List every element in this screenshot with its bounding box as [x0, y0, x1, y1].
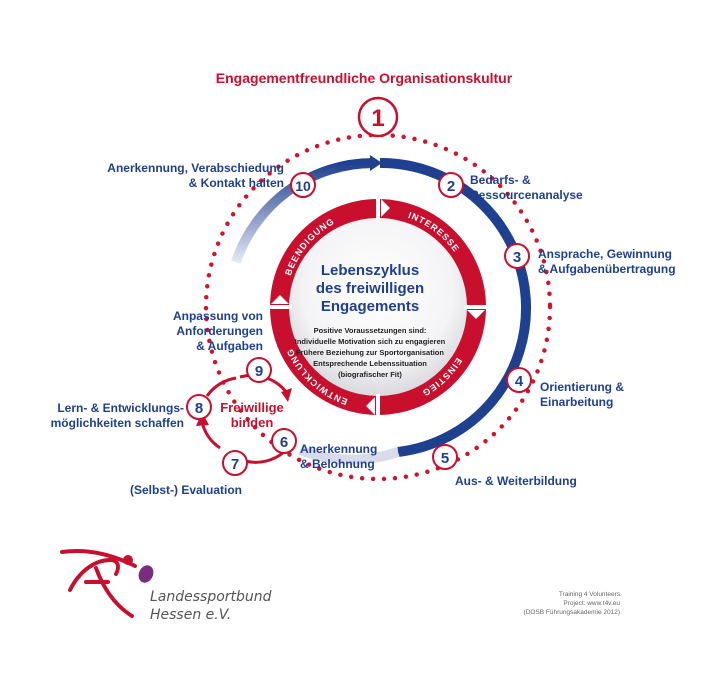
step-label-5: Aus- & Weiterbildung [455, 474, 577, 488]
badge-5: 5 [441, 450, 449, 467]
step-label-4: Orientierung & Einarbeitung [540, 380, 625, 409]
logo-text: Landessportbund Hessen e.V. [150, 589, 272, 623]
badge-3: 3 [513, 249, 521, 266]
credit-text: Training 4 Volunteers Project: www.t4v.e… [523, 591, 620, 616]
badge-6: 6 [280, 434, 288, 451]
badge-4: 4 [515, 373, 524, 390]
step-label-2: Bedarfs- & Ressourcenanalyse [470, 173, 583, 202]
outer-dotted-ring [203, 132, 553, 482]
process-arc-left [231, 158, 374, 264]
center-disc [289, 218, 467, 396]
bind-cycle-label: Freiwillige binden [220, 400, 284, 430]
step-label-8: Lern- & Entwicklungs- möglichkeiten scha… [50, 401, 184, 430]
badge-2: 2 [447, 178, 455, 195]
badge-8: 8 [195, 400, 203, 417]
badge-1: 1 [371, 105, 384, 132]
step-label-3: Ansprache, Gewinnung & Aufgabenübertragu… [538, 247, 676, 276]
badge-9: 9 [255, 363, 263, 380]
process-arc-bottom [298, 445, 400, 465]
center-description: Positive Voraussetzungen sind: Individue… [294, 326, 446, 379]
step-label-6: Anerkennung & Belohnung [300, 442, 378, 471]
number-badges: 1 2 3 4 5 6 7 8 9 10 [186, 96, 532, 476]
step-label-9: Anpassung von Anforderungen & Aufgaben [172, 309, 263, 353]
badge-10: 10 [295, 178, 311, 194]
badge-7: 7 [231, 456, 239, 473]
process-arrow-head [370, 155, 382, 171]
lsb-logo-mark [60, 549, 154, 618]
step-label-10: Anerkennung, Verabschiedung & Kontakt ha… [107, 161, 284, 190]
center-title: Lebenszyklus des freiwilligen Engagement… [315, 262, 425, 315]
diagram-title: Engagementfreundliche Organisationskultu… [215, 70, 513, 86]
step-label-7: (Selbst-) Evaluation [130, 483, 243, 497]
